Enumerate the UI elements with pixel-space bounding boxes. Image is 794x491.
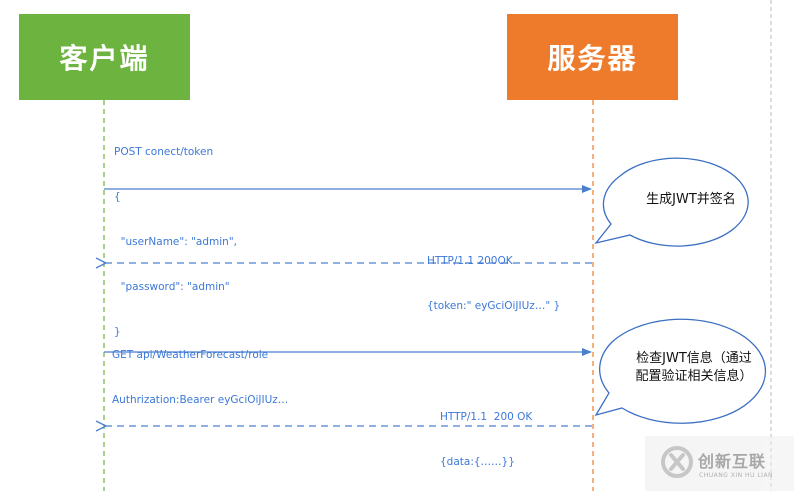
request1-line5: } <box>114 326 121 338</box>
bubble-2-text: 检查JWT信息（通过 配置验证相关信息） <box>620 350 768 386</box>
watermark-subtitle: CHUANG XIN HU LIAN <box>699 472 774 479</box>
bubble-1-text: 生成JWT并签名 <box>646 192 736 207</box>
response1-line2: {token:" eyGciOiJIUz…" } <box>427 300 561 312</box>
watermark-logo-mark <box>669 453 685 471</box>
response2-line2: {data:{……}} <box>440 456 515 468</box>
watermark-name: 创新互联 <box>698 452 767 471</box>
response2-label: HTTP/1.1 200 OK {data:{……}} <box>440 380 532 485</box>
watermark-logo <box>645 436 794 491</box>
request2-line1: GET api/WeatherForecast/role <box>112 349 269 361</box>
request1-line1: POST conect/token <box>114 146 214 158</box>
bubble-1-callout <box>594 157 749 247</box>
response1-label: HTTP/1.1 200OK {token:" eyGciOiJIUz…" } <box>427 224 560 329</box>
server-actor-label: 服务器 <box>547 42 638 75</box>
request2-line2: Authrization:Bearer eyGciOiJIUz… <box>112 394 289 406</box>
server-actor-box: 服务器 <box>507 14 678 100</box>
request1-label: POST conect/token { "userName": "admin",… <box>114 115 237 355</box>
watermark-logo-icon <box>661 446 693 478</box>
request2-label: GET api/WeatherForecast/role Authrizatio… <box>112 318 288 423</box>
bubble-2-callout <box>594 318 767 424</box>
bubble-2-line1: 检查JWT信息（通过 <box>636 351 752 366</box>
client-actor-box: 客户端 <box>19 14 190 100</box>
client-actor-label: 客户端 <box>59 42 150 75</box>
response2-line1: HTTP/1.1 200 OK <box>440 411 533 423</box>
request1-line2: { <box>114 191 121 203</box>
request1-line4: "password": "admin" <box>114 281 230 293</box>
request1-line3: "userName": "admin", <box>114 236 237 248</box>
response1-line1: HTTP/1.1 200OK <box>427 255 513 267</box>
bubble-2-line2: 配置验证相关信息） <box>635 369 753 384</box>
